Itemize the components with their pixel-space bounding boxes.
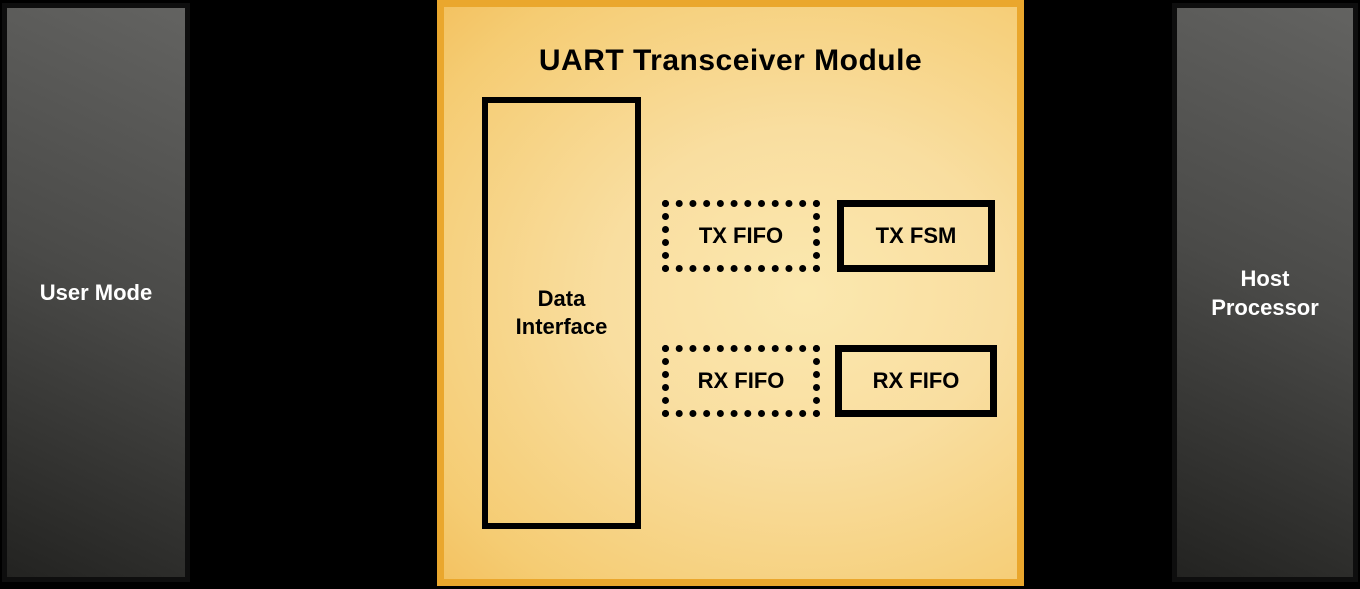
rx-fsm-block: RX FIFO (835, 345, 997, 417)
user-mode-label: User Mode (39, 280, 153, 305)
tx-fifo-label: TX FIFO (698, 223, 784, 248)
module-title: UART Transceiver Module (538, 44, 923, 77)
tx-fifo-block: TX FIFO (662, 200, 820, 272)
host-processor-block: Host Processor (1172, 3, 1358, 582)
user-mode-block: User Mode (2, 3, 190, 582)
tx-fsm-block: TX FSM (837, 200, 995, 272)
rx-fifo-block: RX FIFO (662, 345, 820, 417)
tx-fsm-label: TX FSM (875, 223, 957, 248)
rx-fifo-label: RX FIFO (697, 368, 785, 393)
host-processor-label: Host Processor (1211, 265, 1319, 320)
data-interface-block: Data Interface (482, 97, 641, 529)
data-interface-label: Data Interface (515, 286, 608, 339)
rx-fsm-label: RX FIFO (872, 368, 960, 393)
uart-transceiver-module: UART Transceiver Module Data Interface T… (437, 0, 1024, 586)
